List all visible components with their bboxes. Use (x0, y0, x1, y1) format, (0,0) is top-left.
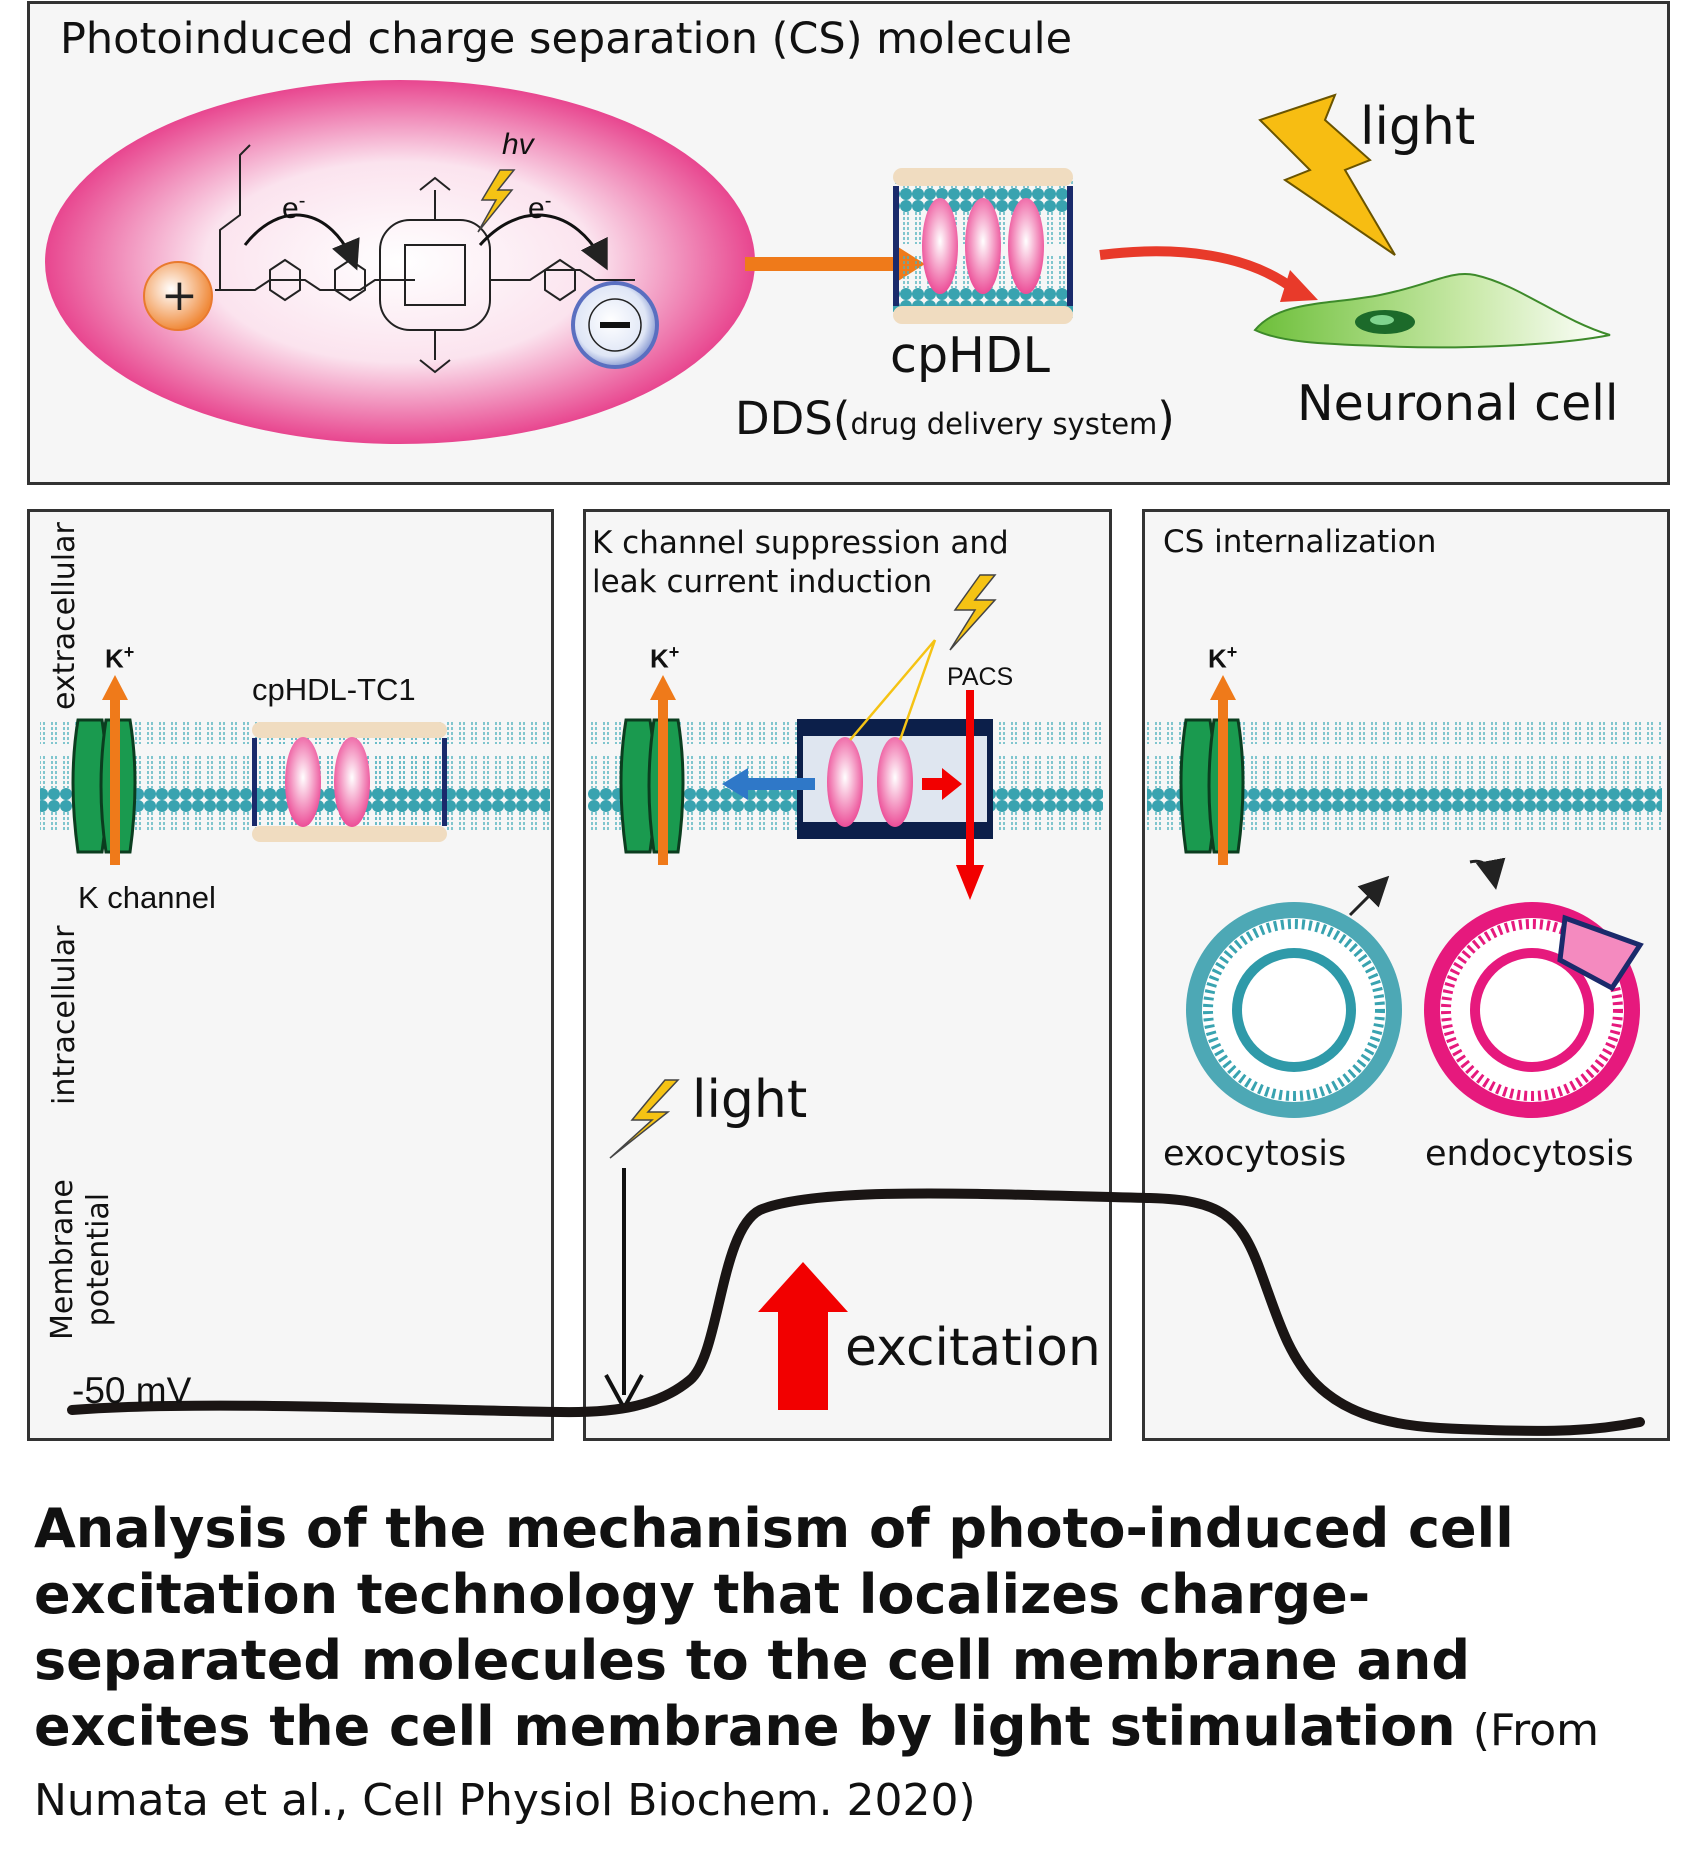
light-stimulus-arrow (604, 1168, 644, 1413)
endocytosis-label: endocytosis (1425, 1134, 1634, 1174)
k-channel-mid (619, 675, 685, 865)
bolt-icon-mid (849, 574, 997, 741)
resting-potential-label: -50 mV (72, 1370, 192, 1411)
electron-transfer-arrows (243, 213, 608, 271)
cs-internalization-title: CS internalization (1163, 524, 1437, 560)
neuronal-cell-icon (1253, 273, 1611, 349)
minus-acceptor-icon (571, 281, 659, 369)
pacs-complex (797, 719, 993, 839)
blue-arrow-left (722, 768, 815, 800)
electron-label-left: e- (282, 190, 306, 225)
plus-donor-icon: + (143, 261, 213, 331)
k-channel-left (71, 675, 137, 865)
svg-text:+: + (161, 270, 198, 321)
figure-caption: Analysis of the mechanism of photo-induc… (34, 1496, 1674, 1834)
caption-citation: (From Numata et al., Cell Physiol Bioche… (34, 1705, 1599, 1826)
neuronal-cell-label: Neuronal cell (1297, 375, 1619, 432)
cs-molecule-ellipse (45, 80, 755, 444)
bolt-icon-light (609, 1079, 680, 1159)
cphdl-label: cpHDL (890, 327, 1050, 384)
bolt-icon-small (477, 169, 516, 233)
endocytosis-arrow (1469, 857, 1506, 890)
bolt-icon-large (1258, 93, 1396, 256)
delivery-arrow-red (1099, 246, 1318, 302)
extracellular-label: extracellular (47, 522, 82, 710)
membrane-potential-trace (67, 1188, 1645, 1436)
exocytosis-arrow (1348, 875, 1390, 917)
molecule-structure (215, 144, 635, 374)
endocytosis-vesicle (1424, 902, 1644, 1118)
exocytosis-vesicle (1186, 902, 1402, 1118)
cphdl-particle-icon (893, 168, 1073, 324)
panel-resting (27, 509, 554, 1441)
cphdl-tc1-particle (252, 722, 447, 842)
excitation-red-arrow (758, 1262, 848, 1410)
hv-label: hv (502, 128, 534, 161)
k-channel-right (1179, 675, 1245, 865)
k-ion-label-mid: K+ (650, 642, 680, 674)
light-label-mid: light (692, 1070, 808, 1130)
exocytosis-label: exocytosis (1163, 1134, 1347, 1174)
k-ion-label-right: K+ (1208, 642, 1238, 674)
red-arrow-right-small (922, 768, 962, 800)
k-channel-label: K channel (78, 880, 216, 915)
intracellular-label: intracellular (47, 925, 82, 1105)
excitation-label: excitation (845, 1318, 1101, 1378)
caption-main: Analysis of the mechanism of photo-induc… (34, 1497, 1514, 1758)
panel-k-suppression (583, 509, 1112, 1441)
dds-label: DDS(drug delivery system) (735, 392, 1175, 445)
k-ion-label-left: K+ (105, 642, 135, 674)
pacs-red-arrow-down (956, 690, 984, 900)
pacs-label: PACS (947, 663, 1014, 691)
light-label-top: light (1360, 97, 1476, 157)
cphdl-tc1-label: cpHDL-TC1 (252, 672, 416, 707)
electron-label-right: e- (528, 190, 552, 225)
top-panel-title: Photoinduced charge separation (CS) mole… (60, 14, 1073, 64)
